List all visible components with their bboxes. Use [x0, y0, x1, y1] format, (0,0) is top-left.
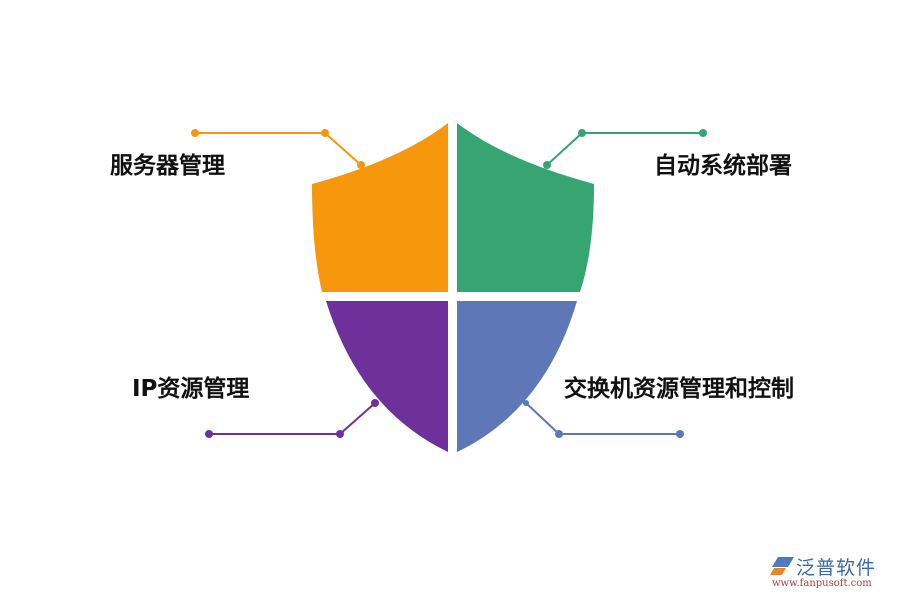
- connector-bottom-left: [205, 399, 379, 438]
- label-auto-deployment: 自动系统部署: [654, 153, 792, 179]
- label-switch-resource-management: 交换机资源管理和控制: [564, 376, 794, 402]
- connector-top-right: [543, 129, 707, 169]
- brand-url: www.fanpusoft.com: [772, 578, 872, 589]
- watermark-logo: 泛普软件 www.fanpusoft.com: [768, 553, 893, 593]
- shield-quadrant-bottom-left: [326, 301, 448, 452]
- shield-quadrant-top-left: [312, 123, 448, 292]
- label-ip-resource-management: IP资源管理: [132, 376, 250, 402]
- brand-logo-icon: [770, 557, 794, 575]
- shield-quadrant-bottom-right: [457, 301, 577, 452]
- brand-name: 泛普软件: [796, 557, 877, 579]
- connector-bottom-right: [523, 400, 684, 438]
- connector-top-left: [191, 129, 365, 169]
- shield-quadrant-top-right: [457, 123, 594, 292]
- label-server-management: 服务器管理: [110, 153, 225, 179]
